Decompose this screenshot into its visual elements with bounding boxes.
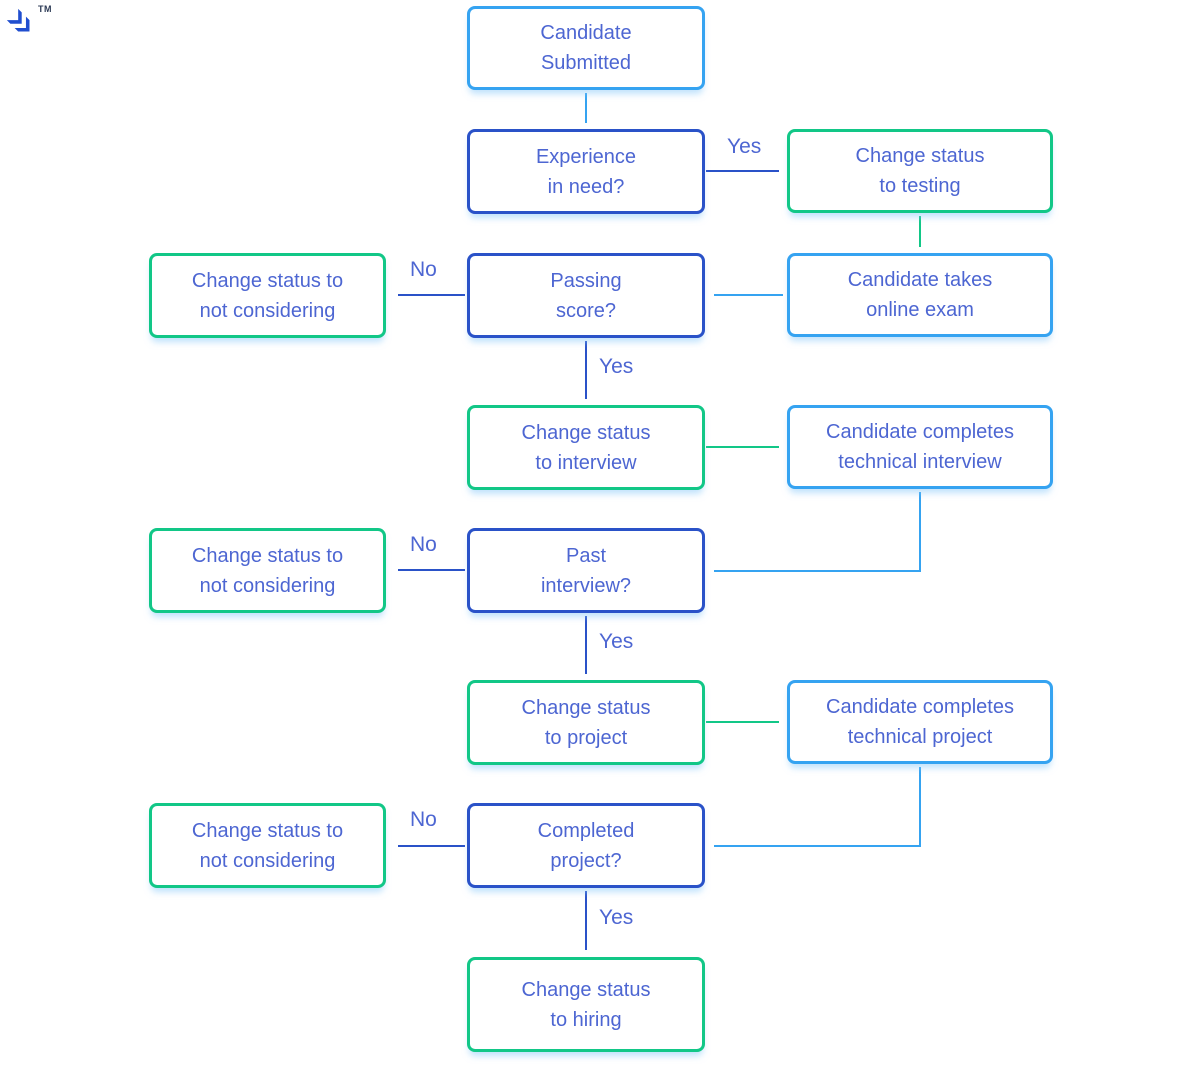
edge-tech-project-to-completed xyxy=(714,767,921,847)
node-experience-in-need: Experience in need? xyxy=(467,129,705,214)
node-label-line: Experience xyxy=(535,145,637,168)
node-label-line: Candidate takes xyxy=(847,269,993,291)
node-label-line: not considering xyxy=(199,849,336,872)
node-label-line: to project xyxy=(544,726,628,749)
node-change-status-not-considering-3: Change status to not considering xyxy=(149,803,386,888)
edge-tech-interview-to-past xyxy=(714,492,921,572)
node-label-line: technical project xyxy=(847,726,993,748)
node-change-status-not-considering-2: Change status to not considering xyxy=(149,528,386,613)
node-label-line: to hiring xyxy=(550,1008,622,1031)
node-passing-score: Passing score? xyxy=(467,253,705,338)
node-label-line: Candidate completes xyxy=(826,696,1014,718)
brand-logo: TM xyxy=(6,4,52,42)
node-label-line: Passing xyxy=(550,269,622,292)
node-label-line: Candidate xyxy=(540,22,632,44)
node-change-status-not-considering-1: Change status to not considering xyxy=(149,253,386,338)
toptal-logo-icon xyxy=(6,8,30,32)
node-candidate-completes-technical-interview: Candidate completes technical interview xyxy=(787,405,1053,489)
node-label-line: Change status xyxy=(521,421,651,444)
node-label-line: to testing xyxy=(879,175,961,197)
node-label-line: Change status xyxy=(521,978,651,1001)
node-candidate-submitted: Candidate Submitted xyxy=(467,6,705,90)
node-candidate-completes-technical-project: Candidate completes technical project xyxy=(787,680,1053,764)
node-label-line: Change status xyxy=(855,145,985,167)
node-label-line: Change status to xyxy=(191,819,344,842)
edge-label-yes: Yes xyxy=(727,135,762,158)
node-completed-project: Completed project? xyxy=(467,803,705,888)
node-label-line: Change status to xyxy=(191,269,344,292)
edge-label-no: No xyxy=(410,808,437,831)
node-candidate-takes-online-exam: Candidate takes online exam xyxy=(787,253,1053,337)
node-label-line: Change status xyxy=(521,696,651,719)
node-label-line: in need? xyxy=(547,175,625,198)
node-label-line: Candidate completes xyxy=(826,421,1014,443)
node-label-line: Change status to xyxy=(191,544,344,567)
node-change-status-hiring: Change status to hiring xyxy=(467,957,705,1052)
node-label-line: Past xyxy=(565,544,607,567)
edge-label-yes: Yes xyxy=(599,906,634,929)
node-label-line: interview? xyxy=(540,574,632,597)
node-change-status-testing: Change status to testing xyxy=(787,129,1053,213)
node-label-line: not considering xyxy=(199,574,336,597)
edge-label-yes: Yes xyxy=(599,630,634,653)
node-label-line: project? xyxy=(550,849,622,872)
edge-label-no: No xyxy=(410,533,437,556)
node-label-line: to interview xyxy=(535,451,637,474)
node-change-status-project: Change status to project xyxy=(467,680,705,765)
node-label-line: Submitted xyxy=(540,52,632,74)
node-change-status-interview: Change status to interview xyxy=(467,405,705,490)
node-label-line: online exam xyxy=(866,299,974,321)
node-past-interview: Past interview? xyxy=(467,528,705,613)
edge-label-no: No xyxy=(410,258,437,281)
node-label-line: not considering xyxy=(199,299,336,322)
node-label-line: score? xyxy=(555,299,617,322)
node-label-line: technical interview xyxy=(838,451,1002,473)
trademark-label: TM xyxy=(38,4,52,14)
edge-label-yes: Yes xyxy=(599,355,634,378)
node-label-line: Completed xyxy=(537,819,635,842)
